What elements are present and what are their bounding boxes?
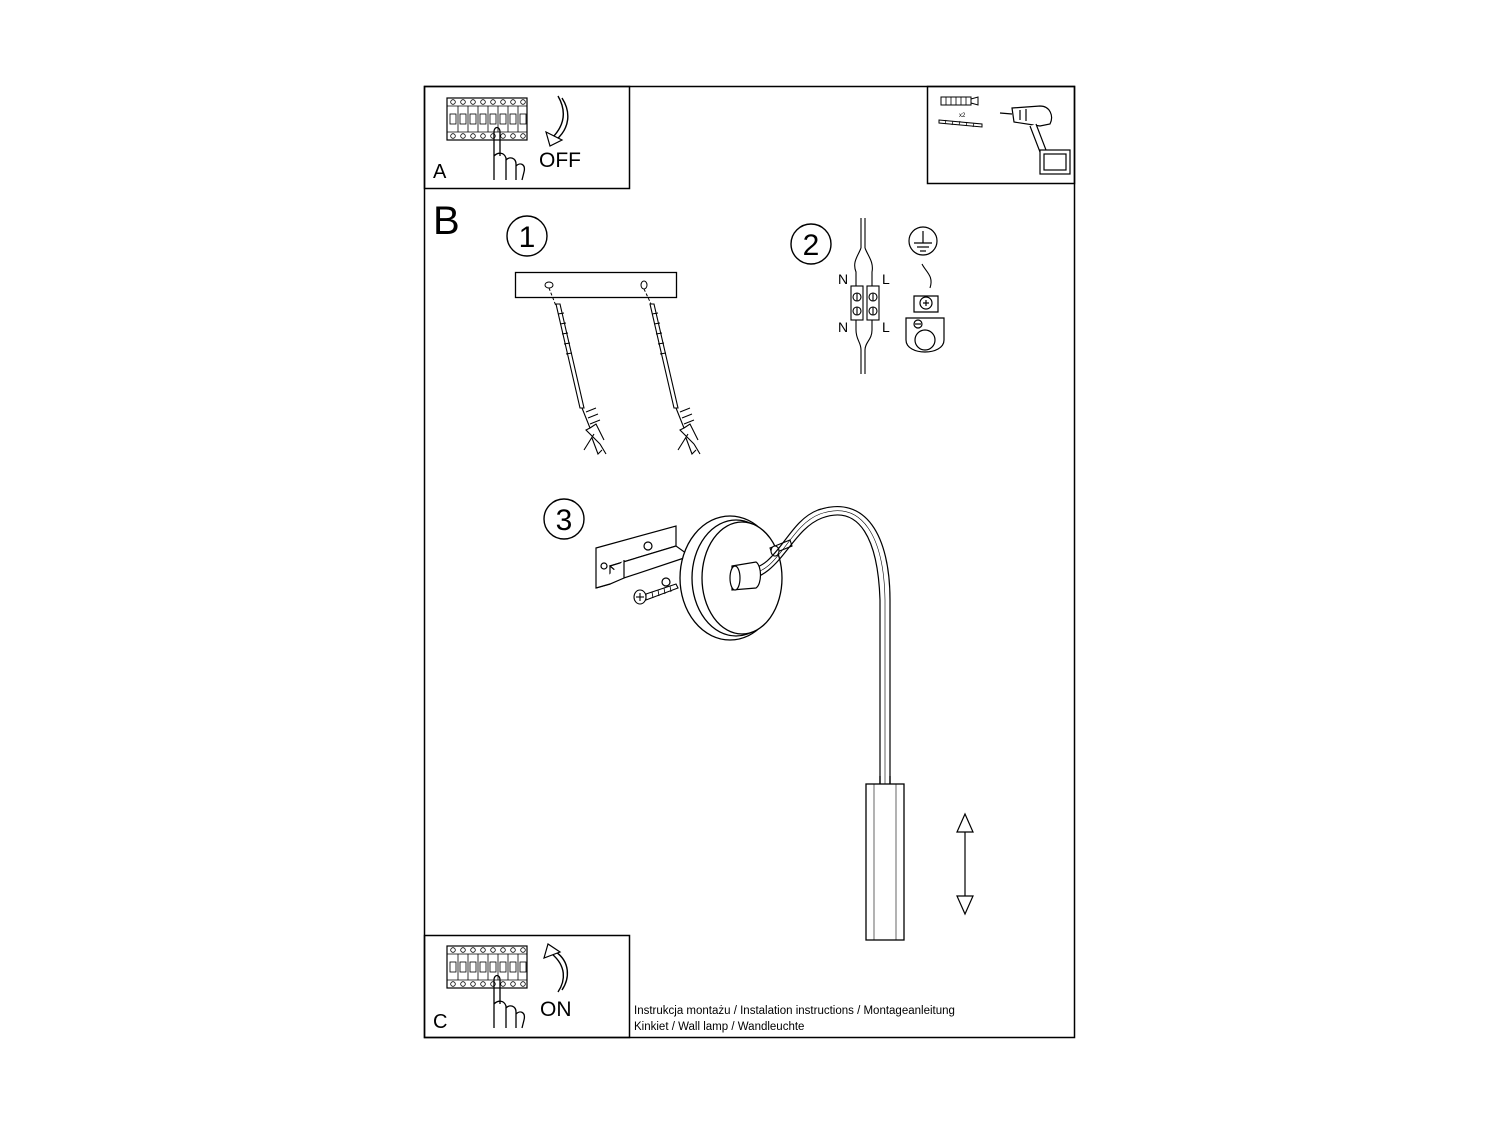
breaker-panel-icon <box>446 945 528 989</box>
step-1-badge <box>506 215 548 257</box>
panel-a-border <box>423 85 631 190</box>
step-3-badge <box>543 498 585 540</box>
footer-subtitle: Kinkiet / Wall lamp / Wandleuchte <box>634 1021 804 1033</box>
panel-a: OFF A <box>423 85 631 190</box>
height-adjust-arrow-icon <box>956 812 974 916</box>
wire-label-l-top: L <box>882 271 890 287</box>
step-1: 1 <box>506 215 701 455</box>
step-2: 2 N L N L <box>790 218 945 374</box>
section-b-letter: B <box>433 199 460 243</box>
panel-a-letter: A <box>433 161 447 183</box>
drill-icon <box>999 105 1071 175</box>
ground-symbol-icon <box>908 226 938 256</box>
panel-c-border <box>423 934 631 1039</box>
breaker-panel-icon <box>446 97 528 141</box>
step-2-badge <box>790 223 832 265</box>
mounting-plate <box>514 271 678 299</box>
switch-on-label: ON <box>540 998 572 1021</box>
screw-anchor-right <box>649 303 701 455</box>
tools-panel: x2 <box>926 85 1076 185</box>
wire-label-n-top: N <box>838 271 848 287</box>
step-3-number: 3 <box>556 504 573 537</box>
wire-connector <box>850 218 880 374</box>
tools-panel-border <box>926 85 1076 185</box>
outer-frame <box>423 85 1076 1039</box>
screw-icon <box>938 119 983 128</box>
mounting-bracket <box>595 525 692 589</box>
wire-label-l-bottom: L <box>882 319 890 335</box>
rotate-down-arrow-icon <box>545 95 569 147</box>
wire-label-n-bottom: N <box>838 319 848 335</box>
ground-terminal-icon <box>905 295 945 353</box>
arm-joint <box>729 561 762 591</box>
step-2-number: 2 <box>803 229 820 262</box>
wall-plug-icon <box>940 96 979 106</box>
screw-left <box>633 583 679 605</box>
footer-title: Instrukcja montażu / Instalation instruc… <box>634 1005 955 1017</box>
switch-off-label: OFF <box>539 149 581 172</box>
gooseneck-arm <box>741 506 891 784</box>
step-1-number: 1 <box>519 221 536 254</box>
anchor-count-label: x2 <box>959 113 966 119</box>
panel-c-letter: C <box>433 1011 447 1033</box>
rotate-up-arrow-icon <box>543 943 569 993</box>
panel-c: ON C <box>423 934 631 1039</box>
screw-anchor-left <box>555 303 607 455</box>
step-3: 3 <box>543 498 974 941</box>
lamp-cylinder <box>865 776 905 941</box>
